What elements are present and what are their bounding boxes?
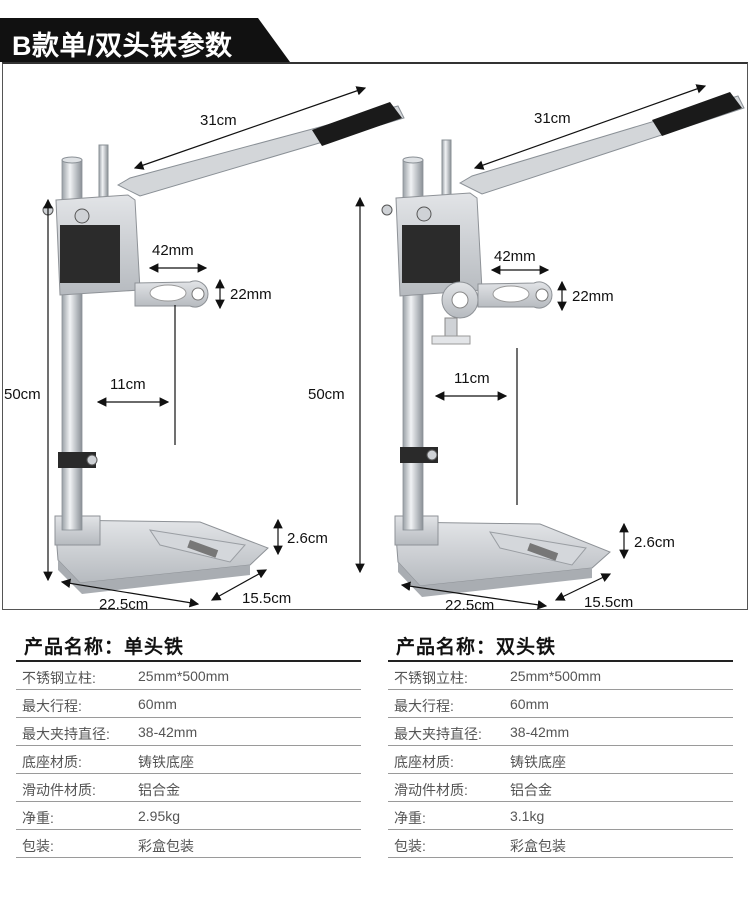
right-base-height-label: 2.6cm: [634, 534, 675, 551]
right-handle-length-label: 31cm: [534, 110, 571, 127]
spec-value: 彩盒包装: [510, 838, 566, 854]
spec-value: 铝合金: [510, 782, 552, 798]
spec-key: 滑动件材质:: [22, 782, 96, 798]
spec-key: 最大夹持直径:: [22, 726, 110, 742]
left-depth-collar: [58, 452, 96, 468]
page-title: B款单/双头铁参数: [12, 31, 233, 61]
left-base-length-label: 22.5cm: [99, 596, 149, 613]
left-handle-length-label: 31cm: [200, 112, 237, 129]
spec-key: 底座材质:: [22, 754, 82, 770]
right-throat-depth-label: 11cm: [454, 370, 490, 387]
spec-row: 不锈钢立柱: 25mm*500mm: [388, 662, 733, 690]
spec-key: 最大行程:: [394, 698, 454, 714]
spec-value: 2.95kg: [138, 808, 181, 824]
right-handle-grip: [652, 92, 742, 136]
right-column-height-label: 50cm: [308, 386, 345, 403]
spec-key: 不锈钢立柱:: [22, 670, 96, 686]
spec-row: 净重: 3.1kg: [388, 802, 733, 830]
right-clamp-height-label: 22mm: [572, 288, 614, 305]
single-head-stand: [42, 86, 405, 608]
spec-value: 3.1kg: [510, 808, 545, 824]
left-base-height-label: 2.6cm: [287, 530, 328, 547]
header-banner-shape: [0, 18, 290, 62]
spec-row: 最大行程: 60mm: [388, 690, 733, 718]
spec-key: 最大夹持直径:: [394, 726, 482, 742]
spec-key: 底座材质:: [394, 754, 454, 770]
spec-key: 净重:: [394, 810, 426, 826]
spec-row: 包装: 彩盒包装: [16, 830, 361, 858]
right-base-width-label: 15.5cm: [584, 594, 634, 611]
left-column-height-label: 50cm: [4, 386, 41, 403]
spec-row: 底座材质: 铸铁底座: [388, 746, 733, 774]
spec-key: 净重:: [22, 810, 54, 826]
spec-row: 滑动件材质: 铝合金: [388, 774, 733, 802]
page-header: B款单/双头铁参数: [0, 14, 320, 70]
spec-value: 60mm: [138, 696, 177, 712]
spec-row: 最大行程: 60mm: [16, 690, 361, 718]
spec-key: 包装:: [394, 838, 426, 854]
spec-row: 底座材质: 铸铁底座: [16, 746, 361, 774]
left-clamp-height-label: 22mm: [230, 286, 272, 303]
spec-value: 彩盒包装: [138, 838, 194, 854]
spec-row: 最大夹持直径: 38-42mm: [388, 718, 733, 746]
spec-row: 不锈钢立柱: 25mm*500mm: [16, 662, 361, 690]
spec-key: 滑动件材质:: [394, 782, 468, 798]
spec-value: 铝合金: [138, 782, 180, 798]
spec-table-double-head: 产品名称：双头铁 不锈钢立柱: 25mm*500mm 最大行程: 60mm 最大夹持…: [388, 628, 733, 858]
spec-key: 最大行程:: [22, 698, 82, 714]
right-clamp-width-label: 42mm: [494, 248, 536, 265]
spec-value: 25mm*500mm: [510, 668, 602, 684]
spec-row: 最大夹持直径: 38-42mm: [16, 718, 361, 746]
left-throat-depth-label: 11cm: [110, 376, 146, 393]
spec-value: 铸铁底座: [510, 754, 566, 770]
drill-stand-diagram: [42, 84, 745, 610]
spec-row: 净重: 2.95kg: [16, 802, 361, 830]
spec-value: 60mm: [510, 696, 549, 712]
spec-key: 包装:: [22, 838, 54, 854]
spec-row: 包装: 彩盒包装: [388, 830, 733, 858]
double-head-stand: [355, 84, 745, 610]
right-base-length-label: 22.5cm: [445, 597, 495, 614]
left-handle-grip: [312, 102, 402, 146]
spec-value: 25mm*500mm: [138, 668, 230, 684]
diagram-frame: [2, 62, 748, 610]
spec-table-single-head: 产品名称：单头铁 不锈钢立柱: 25mm*500mm 最大行程: 60mm 最大夹持…: [16, 628, 361, 858]
left-base-width-label: 15.5cm: [242, 590, 292, 607]
spec-key: 不锈钢立柱:: [394, 670, 468, 686]
spec-value: 38-42mm: [138, 724, 198, 740]
left-clamp-width-label: 42mm: [152, 242, 194, 259]
spec-value: 38-42mm: [510, 724, 570, 740]
spec-title: 产品名称：双头铁: [388, 628, 733, 662]
spec-title: 产品名称：单头铁: [16, 628, 361, 662]
spec-value: 铸铁底座: [138, 754, 194, 770]
spec-row: 滑动件材质: 铝合金: [16, 774, 361, 802]
